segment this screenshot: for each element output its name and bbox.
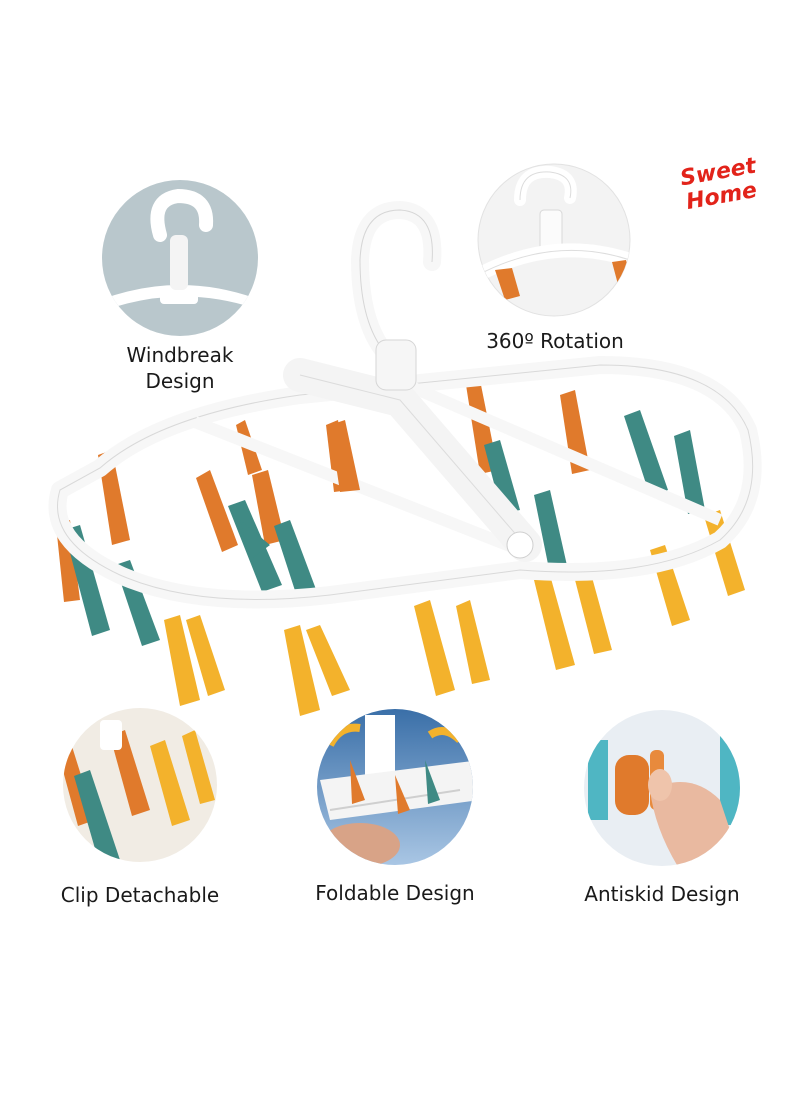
clip-caption: Clip Detachable <box>60 883 220 907</box>
rotation-caption: 360º Rotation <box>486 329 624 353</box>
rotation-thumbnail <box>477 163 631 317</box>
brand-logo: Sweet Home <box>678 153 759 216</box>
foldable-caption: Foldable Design <box>315 881 475 905</box>
windbreak-label-line2: Design <box>145 369 215 393</box>
windbreak-thumbnail <box>102 180 258 336</box>
foldable-thumbnail <box>317 709 473 865</box>
hanger-frame <box>48 200 762 716</box>
antiskid-thumbnail <box>584 710 740 866</box>
windbreak-caption: Windbreak Design <box>90 342 270 394</box>
windbreak-label-line1: Windbreak <box>126 343 234 367</box>
clip-thumbnail <box>63 708 217 862</box>
antiskid-caption: Antiskid Design <box>584 882 740 906</box>
